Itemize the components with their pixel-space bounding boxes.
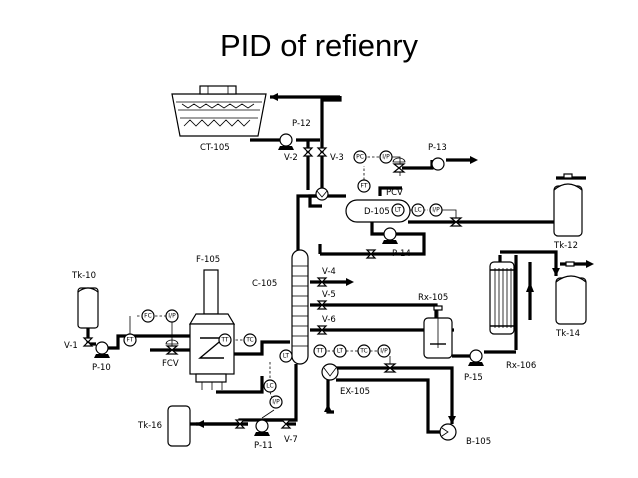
svg-text:I/P: I/P xyxy=(380,348,388,355)
label-p14: P-14 xyxy=(392,249,411,259)
instrument-ip-col: I/P xyxy=(269,395,283,409)
label-tk16: Tk-16 xyxy=(137,421,162,431)
instrument-fc: FC xyxy=(141,309,155,323)
tank-tk16 xyxy=(167,405,191,447)
pump-p15 xyxy=(468,349,484,366)
label-v3: V-3 xyxy=(330,153,344,163)
label-f105: F-105 xyxy=(196,255,220,265)
pump-p14 xyxy=(382,227,398,244)
instrument-tc-furnace: TC xyxy=(243,333,257,347)
valve-ex105 xyxy=(383,363,397,373)
valve-reflux xyxy=(365,249,377,259)
valve-d105-outlet xyxy=(449,217,463,227)
cooling-tower-ct105 xyxy=(171,85,267,137)
instrument-lt-col: LT xyxy=(279,349,293,363)
valve-pcv xyxy=(392,157,406,173)
valve-v6 xyxy=(316,325,328,335)
instrument-pc: PC xyxy=(353,150,367,164)
label-v1: V-1 xyxy=(64,341,78,351)
instrument-lc-col: LC xyxy=(263,379,277,393)
svg-text:FT: FT xyxy=(126,337,133,344)
label-d105: D-105 xyxy=(364,207,390,217)
valve-v5 xyxy=(316,300,328,310)
valve-bottoms xyxy=(234,419,246,429)
flow-arrows xyxy=(196,93,594,428)
svg-text:TC: TC xyxy=(359,348,368,355)
pump-p10 xyxy=(94,341,110,358)
svg-text:TC: TC xyxy=(245,337,254,344)
svg-text:I/P: I/P xyxy=(168,313,176,320)
valve-v3 xyxy=(316,147,328,157)
label-v2: V-2 xyxy=(284,153,298,163)
label-v4: V-4 xyxy=(322,267,336,277)
label-rx105: Rx-105 xyxy=(418,293,448,303)
label-fcv: FCV xyxy=(162,359,179,369)
pump-p13 xyxy=(431,157,445,171)
label-v7: V-7 xyxy=(284,435,298,445)
column-c105 xyxy=(291,249,309,365)
label-p11: P-11 xyxy=(254,441,273,451)
instrument-ip-d105: I/P xyxy=(429,203,443,217)
label-v5: V-5 xyxy=(322,290,336,300)
svg-text:TT: TT xyxy=(315,348,324,355)
svg-text:I/P: I/P xyxy=(382,154,390,161)
exchanger-ex105 xyxy=(321,363,339,381)
label-tk12: Tk-12 xyxy=(553,241,578,251)
label-rx106: Rx-106 xyxy=(506,361,536,371)
pump-b105 xyxy=(439,423,457,441)
tank-tk12 xyxy=(553,173,583,237)
instrument-tt-ex: TT xyxy=(313,344,327,358)
valve-v7 xyxy=(280,419,292,429)
label-pcv: PCV xyxy=(386,188,403,198)
pump-p12 xyxy=(278,133,294,150)
instrument-tt-furnace: TT xyxy=(218,333,232,347)
label-ct105: CT-105 xyxy=(200,143,230,153)
svg-text:I/P: I/P xyxy=(432,207,440,214)
tank-tk10 xyxy=(77,287,99,329)
valve-v4 xyxy=(316,277,328,287)
condenser xyxy=(315,187,329,201)
tank-tk14 xyxy=(555,261,587,325)
slide-title: PID of refienry xyxy=(219,28,419,63)
instrument-ip-ex: I/P xyxy=(377,344,391,358)
furnace-f105 xyxy=(188,269,236,390)
instrument-ip-top: I/P xyxy=(379,150,393,164)
svg-text:LT: LT xyxy=(395,207,402,214)
svg-text:FC: FC xyxy=(144,313,152,320)
instrument-ft-top: FT xyxy=(357,179,371,193)
instrument-ft-feed: FT xyxy=(123,333,137,347)
label-v6: V-6 xyxy=(322,315,336,325)
reactor-rx106 xyxy=(489,261,515,335)
reactor-rx105 xyxy=(423,305,453,359)
valve-fcv xyxy=(165,339,179,355)
instrument-lt-ex: LT xyxy=(333,344,347,358)
svg-text:LC: LC xyxy=(414,207,422,214)
label-b105: B-105 xyxy=(466,437,491,447)
label-c105: C-105 xyxy=(252,279,277,289)
svg-text:LC: LC xyxy=(266,383,274,390)
label-p15: P-15 xyxy=(464,373,483,383)
svg-text:PC: PC xyxy=(356,154,364,161)
svg-text:I/P: I/P xyxy=(272,399,280,406)
svg-text:LT: LT xyxy=(283,353,290,360)
label-tk14: Tk-14 xyxy=(555,329,580,339)
instrument-lt-d105: LT xyxy=(391,203,405,217)
instrument-ip-feed: I/P xyxy=(165,309,179,323)
svg-text:LT: LT xyxy=(337,348,344,355)
instrument-tc-ex: TC xyxy=(357,344,371,358)
valve-v2 xyxy=(302,147,314,157)
svg-text:TT: TT xyxy=(220,337,229,344)
instrument-lc-d105: LC xyxy=(411,203,425,217)
label-p10: P-10 xyxy=(92,363,111,373)
svg-text:FT: FT xyxy=(360,183,367,190)
label-p13: P-13 xyxy=(428,143,447,153)
valve-v1 xyxy=(82,337,94,347)
label-tk10: Tk-10 xyxy=(71,271,96,281)
label-ex105: EX-105 xyxy=(340,387,370,397)
pump-p11 xyxy=(254,419,270,436)
label-p12: P-12 xyxy=(292,119,311,129)
